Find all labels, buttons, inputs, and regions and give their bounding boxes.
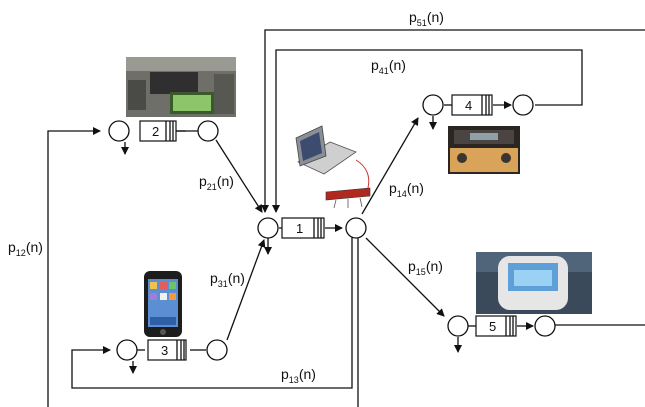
node-1-output-circle	[345, 217, 367, 239]
node-4-server-circle	[422, 94, 444, 116]
smartphone-icon	[144, 271, 182, 337]
edge-label-p12: p12(n)	[8, 239, 43, 258]
node-3-label: 3	[161, 343, 168, 358]
node-3: 3	[116, 339, 228, 361]
node-1: 1	[257, 217, 367, 239]
node-4-label: 4	[465, 98, 472, 113]
car-dashboard-navigation-icon	[126, 57, 236, 117]
node-4-output-circle	[512, 94, 534, 116]
edge-label-p51: p51(n)	[409, 9, 444, 28]
edge-label-p14: p14(n)	[389, 180, 424, 199]
edge-label-p13: p13(n)	[281, 366, 316, 385]
edge-label-p15: p15(n)	[408, 258, 443, 277]
node-2-label: 2	[152, 124, 159, 139]
node-3-server-circle	[116, 339, 138, 361]
car-radio-icon	[448, 126, 520, 174]
node-5: 5	[447, 315, 556, 337]
edge-label-p31: p31(n)	[210, 270, 245, 289]
node-3-output-circle	[206, 339, 228, 361]
node-5-output-circle	[534, 315, 556, 337]
node-1-server-circle	[257, 217, 279, 239]
edge-label-p41: p41(n)	[371, 57, 406, 76]
node-1-label: 1	[296, 221, 303, 236]
node-5-server-circle	[447, 315, 469, 337]
node-2-output-circle	[197, 120, 219, 142]
node-2-queue	[139, 120, 177, 142]
edge-label-p21: p21(n)	[199, 173, 234, 192]
node-2-server-circle	[108, 120, 130, 142]
laptop-with-router-icon	[295, 125, 371, 209]
node-2: 2	[108, 120, 219, 142]
node-5-label: 5	[489, 319, 496, 334]
node-4: 4	[422, 94, 534, 116]
headrest-screen-icon	[476, 252, 592, 314]
